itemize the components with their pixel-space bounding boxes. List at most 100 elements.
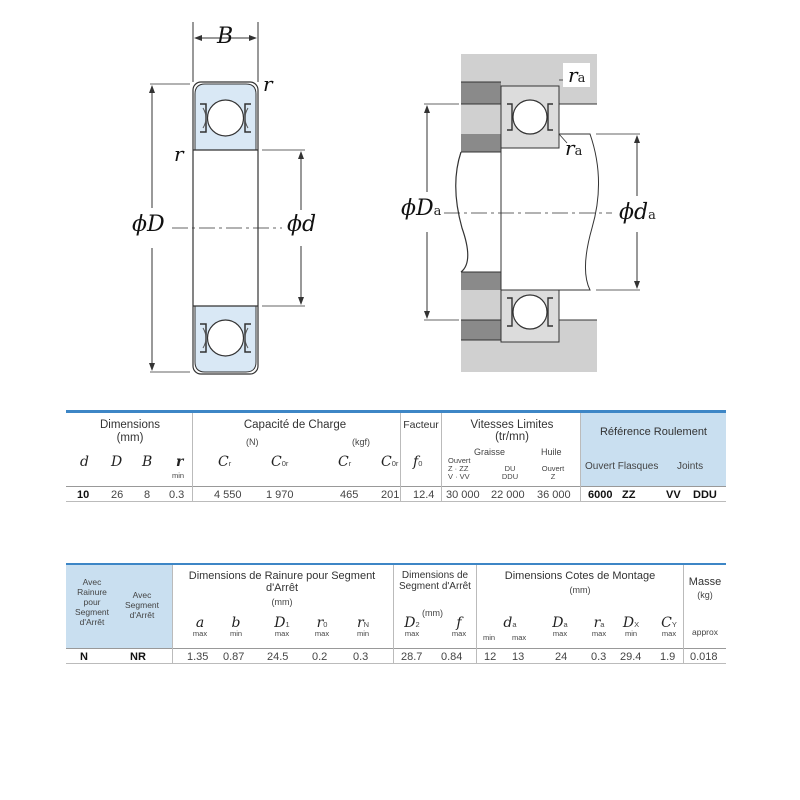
facteur-header: Facteur: [403, 419, 439, 431]
row2-rN: 0.3: [353, 651, 369, 663]
segment-title-2: Segment d'Arrêt: [399, 581, 471, 592]
ouvert-zz-1: Ouvert: [448, 456, 471, 465]
label-phi-da: ϕda: [619, 200, 656, 225]
t1-sep-3: [441, 413, 442, 501]
sym-f0: f0: [413, 454, 423, 470]
sym-r-min: min: [172, 471, 185, 480]
sym-C0r: C0r: [271, 454, 289, 470]
t2-sep-2: [393, 565, 394, 663]
masse-unit: (kg): [697, 590, 713, 600]
table2-bottom-rule: [66, 663, 726, 664]
label-r-side: r: [174, 142, 184, 166]
table2-top-rule: [66, 563, 726, 565]
row2-r0: 0.2: [312, 651, 328, 663]
du-2: DDU: [501, 472, 519, 481]
ouvert-z-2: Z: [550, 472, 556, 481]
du-1: DU: [504, 464, 516, 473]
sym-r: r: [176, 454, 184, 470]
label-phi-d: ϕd: [287, 212, 317, 237]
segment-title-1: Dimensions de: [401, 570, 469, 581]
row2-Dx: 29.4: [620, 651, 642, 663]
row-ref: 6000: [588, 489, 613, 501]
reference-header: Référence Roulement: [599, 426, 707, 438]
row2-n: N: [80, 651, 88, 663]
row-Cr: 4 550: [214, 489, 242, 501]
sym-C0r-kgf: C0r: [381, 454, 399, 470]
table1-header-rule: [66, 486, 726, 487]
table1-bottom-rule: [66, 501, 726, 502]
row-d: 10: [77, 489, 90, 501]
unit-kgf: (kgf): [352, 437, 370, 447]
row2-f: 0.84: [441, 651, 463, 663]
table2-header-rule: [66, 648, 726, 649]
sym-B: B: [142, 454, 153, 470]
row-Cr-kgf: 465: [340, 489, 359, 501]
label-phi-Da: ϕDa: [401, 196, 442, 221]
unit-n: (N): [246, 437, 259, 447]
masse-header: Masse: [688, 576, 722, 588]
label-B: B: [217, 24, 234, 49]
ouvert-z-1: Ouvert: [541, 464, 565, 473]
t1-sep-1: [192, 413, 193, 501]
ouvert-zz-2: Z · ZZ: [448, 464, 469, 473]
approx-label: approx: [692, 627, 718, 637]
row2-Da: 24: [555, 651, 568, 663]
row2-da-max: 13: [512, 651, 525, 663]
row-D: 26: [111, 489, 124, 501]
row-C0r: 1 970: [266, 489, 294, 501]
label-ra-mid: ra: [565, 136, 583, 160]
t1-sep-2: [400, 413, 401, 501]
row-ddu: DDU: [693, 489, 717, 501]
vitesses-unit: (tr/mn): [495, 431, 529, 443]
row2-D1: 24.5: [267, 651, 289, 663]
segment-unit: (mm): [422, 608, 443, 618]
t1-sep-4: [580, 413, 581, 501]
label-ra-top: ra: [563, 63, 591, 87]
reference-header-bg: [581, 413, 726, 486]
row2-a: 1.35: [187, 651, 209, 663]
dimensions-unit: (mm): [116, 432, 144, 444]
rainure-unit: (mm): [271, 597, 293, 607]
row2-Cy: 1.9: [660, 651, 676, 663]
row-v2: 22 000: [491, 489, 525, 501]
row2-D2: 28.7: [401, 651, 423, 663]
table1-top-rule: [66, 410, 726, 413]
row2-nr: NR: [130, 651, 146, 663]
row-zz: ZZ: [622, 489, 636, 501]
row2-masse: 0.018: [690, 651, 718, 663]
rainure-title-1: Dimensions de Rainure pour Segment: [188, 570, 376, 582]
capacite-header: Capacité de Charge: [243, 419, 347, 431]
row2-ra: 0.3: [591, 651, 607, 663]
row2-b: 0.87: [223, 651, 245, 663]
cotes-unit: (mm): [569, 585, 591, 595]
row-v3: 36 000: [537, 489, 571, 501]
graisse-label: Graisse: [474, 447, 506, 457]
row-f0: 12.4: [413, 489, 435, 501]
ouvert-zz-3: V · VV: [448, 472, 470, 481]
row-C0r-kgf: 201: [381, 489, 400, 501]
da-min-label: min: [483, 633, 496, 642]
row-B: 8: [144, 489, 151, 501]
sym-da: da: [503, 615, 517, 631]
joints-label: Joints: [677, 461, 704, 472]
ouvert-flasques-label: Ouvert Flasques: [585, 461, 659, 472]
label-r-top: r: [263, 72, 273, 96]
segment-header-bg: [66, 565, 172, 648]
cotes-title: Dimensions Cotes de Montage: [504, 570, 656, 582]
dimensions-header: Dimensions: [99, 419, 161, 431]
sym-D: D: [111, 454, 123, 470]
row-v1: 30 000: [446, 489, 480, 501]
row-vv: VV: [666, 489, 681, 501]
